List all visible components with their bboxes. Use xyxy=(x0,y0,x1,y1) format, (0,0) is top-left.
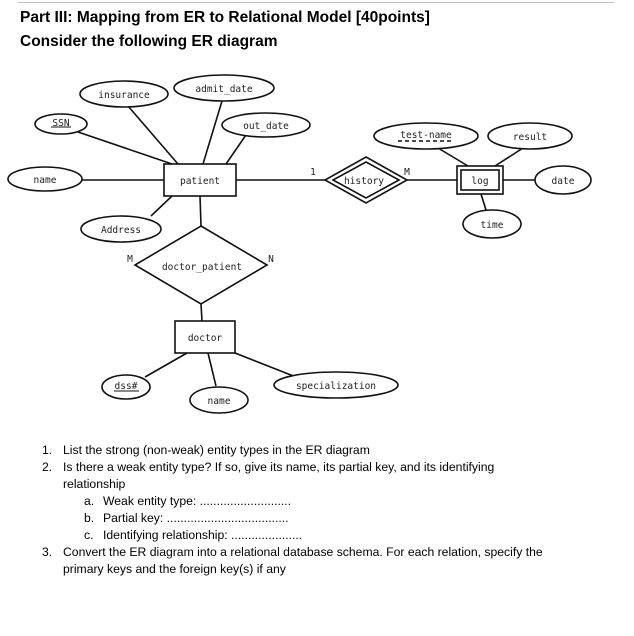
cardinality-history-log: M xyxy=(404,167,410,178)
line-docpat-doctor xyxy=(200,303,203,322)
attr-insurance-label: insurance xyxy=(98,90,150,101)
attr-date-label: date xyxy=(552,176,575,187)
attr-result-label: result xyxy=(513,132,547,143)
doctor-entity-box xyxy=(174,320,236,354)
q2-text-line1: Is there a weak entity type? If so, give… xyxy=(63,460,495,474)
q2-number: 2. xyxy=(42,460,53,474)
cardinality-history-patient: 1 xyxy=(310,167,316,178)
attr-doctor-name-oval xyxy=(189,386,249,414)
line-time-log xyxy=(480,193,487,211)
log-entity-inner xyxy=(460,169,500,191)
attr-time-oval xyxy=(462,209,522,239)
attr-out-date-oval xyxy=(221,112,311,138)
q1-text: List the strong (non-weak) entity types … xyxy=(63,443,370,457)
line-address-patient xyxy=(150,195,173,217)
attr-name-oval xyxy=(7,166,83,192)
history-relationship-label: history xyxy=(344,176,384,187)
doctor-patient-relationship-label: doctor_patient xyxy=(162,262,242,273)
attr-doctor-name-label: name xyxy=(208,396,231,407)
doctor-entity-label: doctor xyxy=(188,333,223,344)
cardinality-docpat-patient: M xyxy=(127,254,133,265)
attr-address-oval xyxy=(80,215,162,243)
line-specialization-doctor xyxy=(234,352,297,378)
page-title: Part III: Mapping from ER to Relational … xyxy=(20,9,430,26)
attr-specialization-oval xyxy=(273,371,399,399)
attr-address-label: Address xyxy=(101,225,141,236)
line-admitdate-patient xyxy=(202,100,223,165)
attr-time-label: time xyxy=(481,220,504,231)
q2b-letter: b. xyxy=(84,511,95,525)
q2b-text: Partial key: ...........................… xyxy=(103,511,289,525)
q3-number: 3. xyxy=(42,545,53,559)
attr-ssn-oval xyxy=(34,113,88,135)
line-result-log xyxy=(494,147,524,167)
line-dss-doctor xyxy=(144,352,188,378)
q3-text-line2: primary keys and the foreign key(s) if a… xyxy=(63,562,286,576)
patient-entity-box xyxy=(163,163,237,197)
cardinality-docpat-doctor: N xyxy=(268,254,274,265)
top-divider xyxy=(18,2,614,3)
q2-text-line2: relationship xyxy=(63,477,126,491)
log-entity-label: log xyxy=(471,176,488,187)
line-testname-log xyxy=(437,147,469,167)
attr-dss-label: dss# xyxy=(115,381,138,392)
history-inner-diamond xyxy=(331,161,401,199)
attr-result-oval xyxy=(487,122,573,150)
q2c-text: Identifying relationship: ..............… xyxy=(103,528,303,542)
patient-entity-label: patient xyxy=(180,176,220,187)
q2c-letter: c. xyxy=(84,528,94,542)
er-diagram: insurance admit_date SSN out_date name A… xyxy=(7,74,592,414)
attr-test-name-oval xyxy=(373,122,479,150)
attr-ssn-label: SSN xyxy=(52,118,69,129)
page-subtitle: Consider the following ER diagram xyxy=(20,33,278,50)
attr-test-name-label: test-name xyxy=(400,130,452,141)
attr-insurance-oval xyxy=(79,80,169,108)
q2a-text: Weak entity type: ......................… xyxy=(103,494,292,508)
line-doctorname-doctor xyxy=(207,352,217,387)
line-ssn-patient xyxy=(77,131,173,165)
line-insurance-patient xyxy=(127,105,179,165)
q2a-letter: a. xyxy=(84,494,95,508)
q3-text-line1: Convert the ER diagram into a relational… xyxy=(63,545,543,559)
attr-date-oval xyxy=(534,165,592,195)
q1-number: 1. xyxy=(42,443,53,457)
attr-out-date-label: out_date xyxy=(243,121,289,132)
doctor-patient-diamond xyxy=(133,225,269,305)
line-patient-docpat xyxy=(199,195,202,227)
attr-admit-date-oval xyxy=(173,74,275,102)
line-outdate-patient xyxy=(225,131,249,165)
attr-admit-date-label: admit_date xyxy=(195,84,252,95)
attr-name-label: name xyxy=(34,175,57,186)
attr-specialization-label: specialization xyxy=(296,381,376,392)
attr-dss-oval xyxy=(101,374,151,400)
